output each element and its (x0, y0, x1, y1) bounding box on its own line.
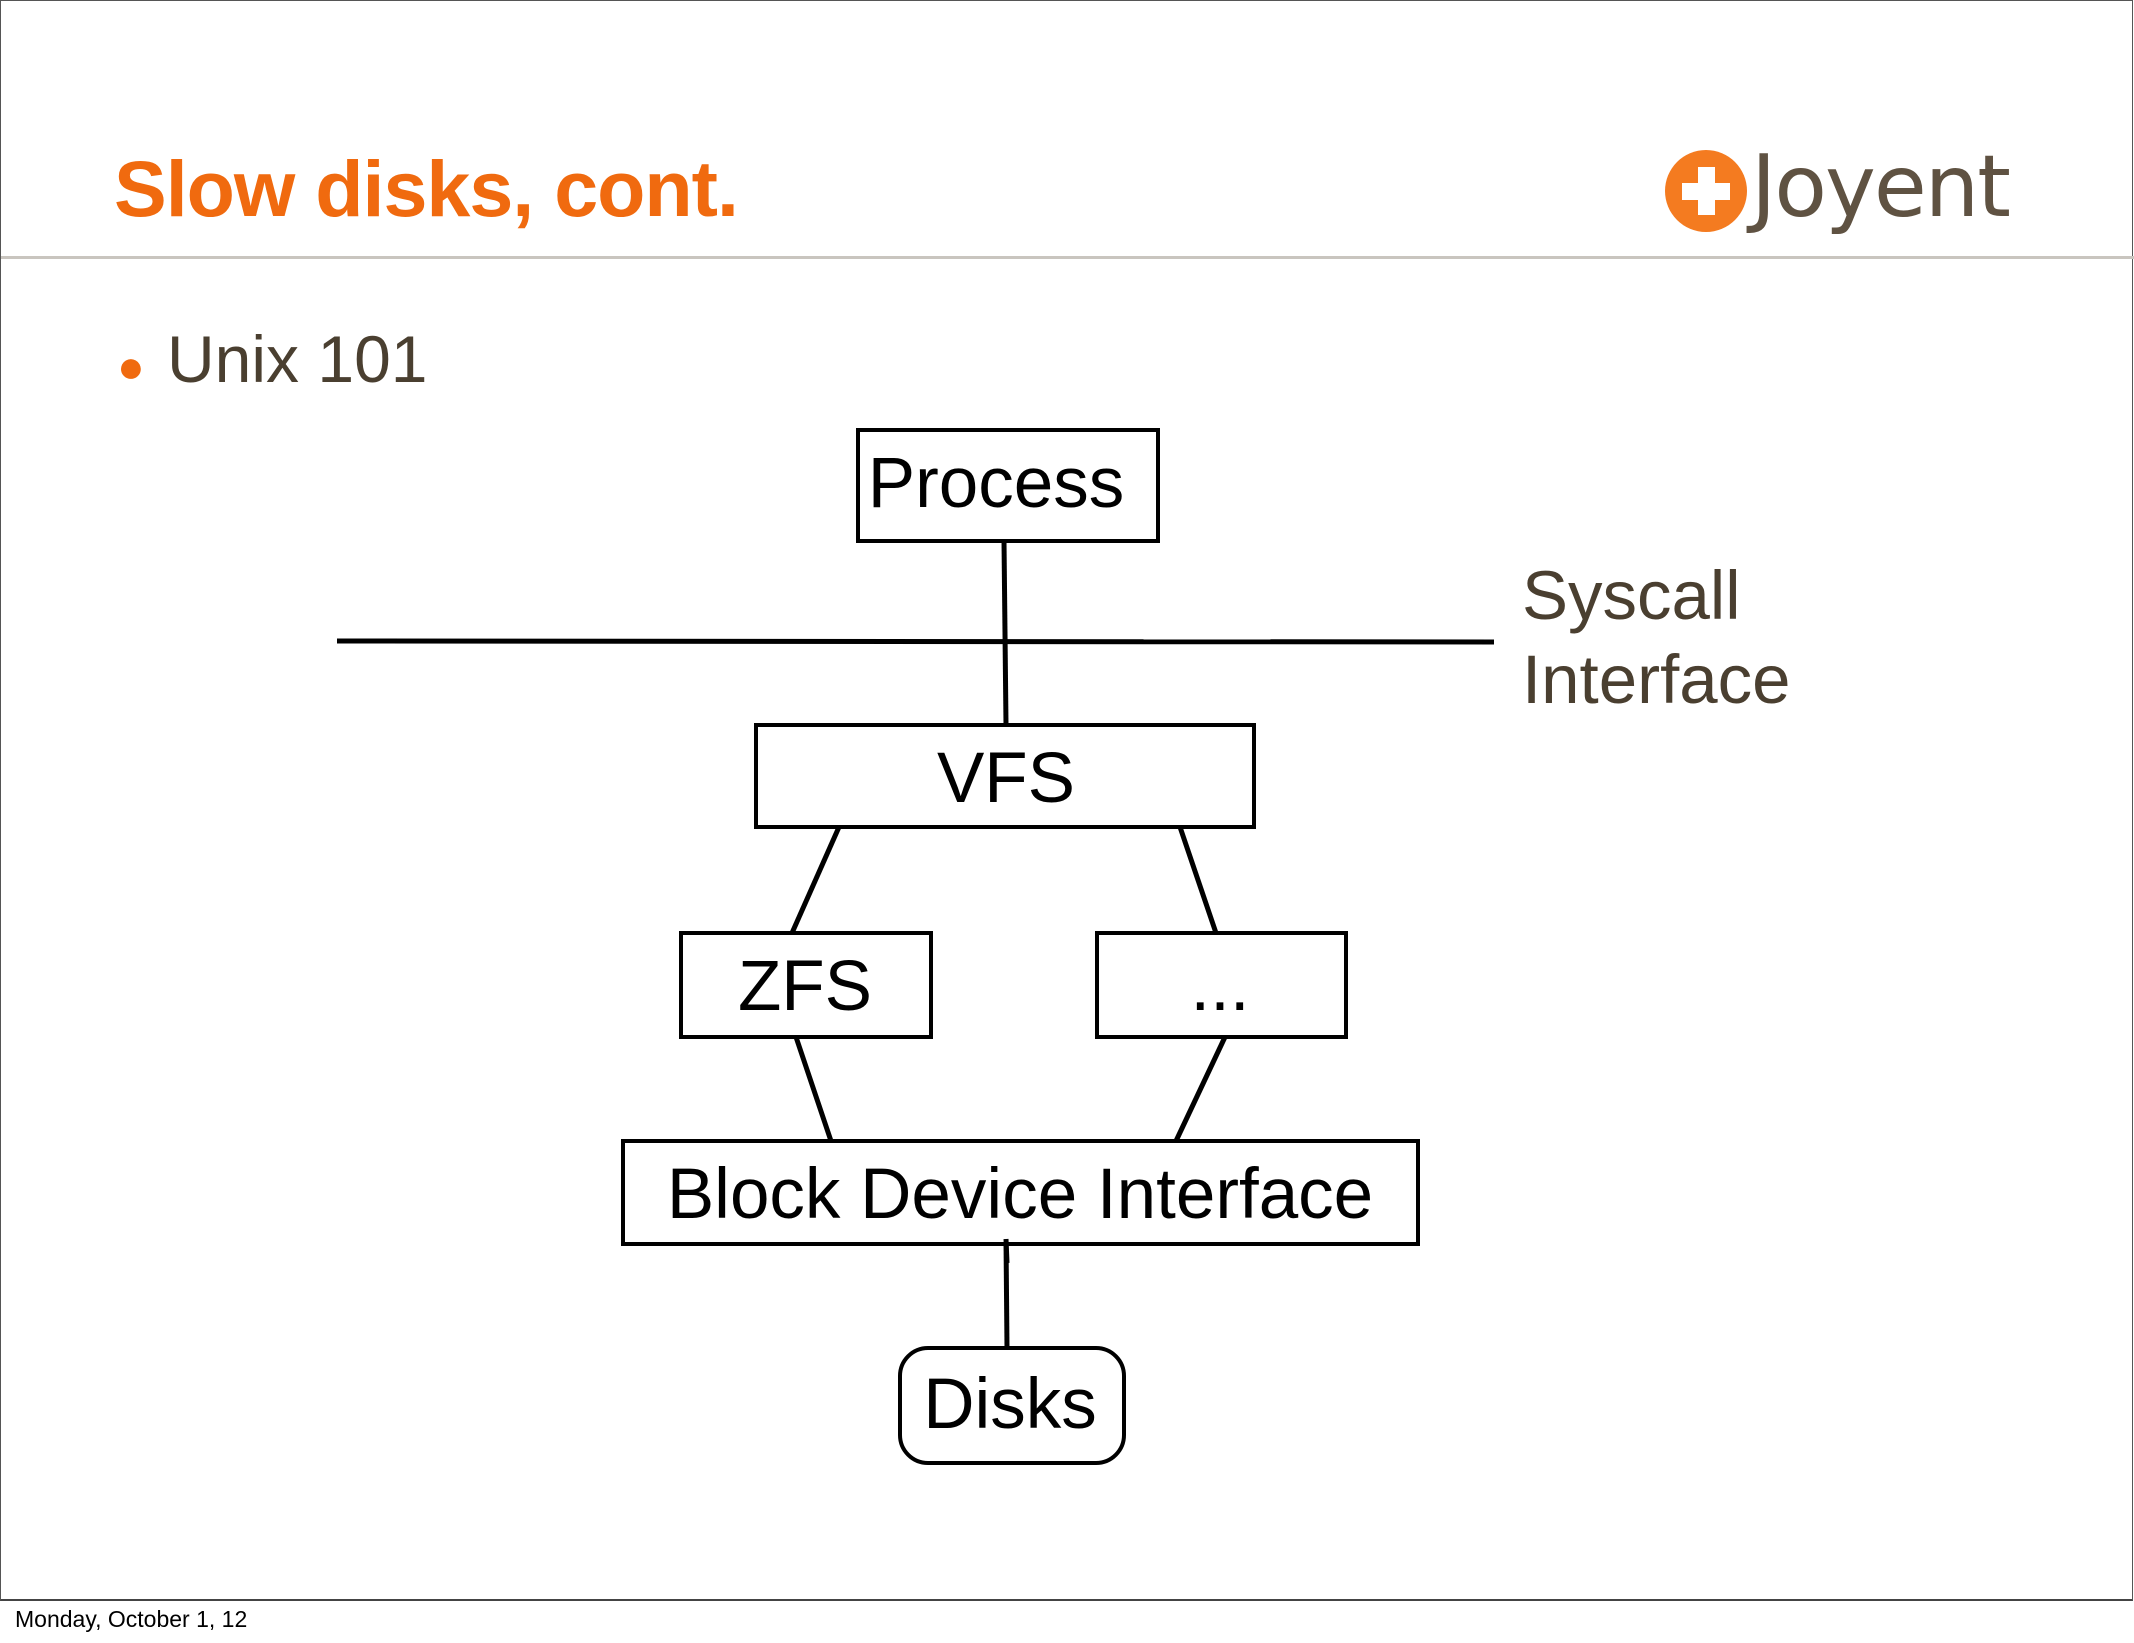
bullet-item: ● Unix 101 (117, 321, 428, 397)
node-process: Process (856, 428, 1160, 543)
syscall-interface-line (336, 638, 1495, 645)
node-block-device: Block Device Interface (621, 1139, 1420, 1246)
node-other-fs-label: ... (1190, 947, 1249, 1026)
edge-process-vfs (1001, 540, 1009, 726)
node-vfs: VFS (754, 723, 1256, 829)
bullet-dot-icon: ● (117, 340, 145, 392)
header-divider (1, 256, 2134, 259)
footer-date: Monday, October 1, 12 (15, 1606, 248, 1632)
slide: Slow disks, cont. Joyent ● Unix 101 Proc… (0, 0, 2134, 1601)
syscall-interface-label: Syscall Interface (1522, 554, 1791, 722)
node-block-device-label: Block Device Interface (667, 1155, 1373, 1234)
syscall-label-line-1: Syscall (1522, 557, 1741, 634)
edge-zfs-block (793, 1036, 834, 1142)
node-disks-label: Disks (923, 1365, 1097, 1444)
node-vfs-label: VFS (937, 739, 1075, 818)
slide-title: Slow disks, cont. (114, 144, 739, 233)
joyent-logo: Joyent (1665, 137, 2011, 241)
logo-text: Joyent (1751, 137, 2011, 237)
node-zfs-label: ZFS (738, 947, 872, 1026)
edge-other-block (1173, 1035, 1228, 1143)
node-zfs: ZFS (679, 931, 933, 1039)
syscall-label-line-2: Interface (1522, 641, 1791, 718)
node-other-fs: ... (1095, 931, 1348, 1039)
edge-block-disks-stub (1003, 1238, 1010, 1264)
node-disks: Disks (898, 1346, 1126, 1465)
edge-vfs-zfs (789, 825, 842, 935)
bullet-text: Unix 101 (167, 322, 428, 396)
plus-circle-icon (1665, 150, 1747, 232)
edge-vfs-other (1177, 826, 1219, 934)
node-process-label: Process (868, 444, 1124, 523)
